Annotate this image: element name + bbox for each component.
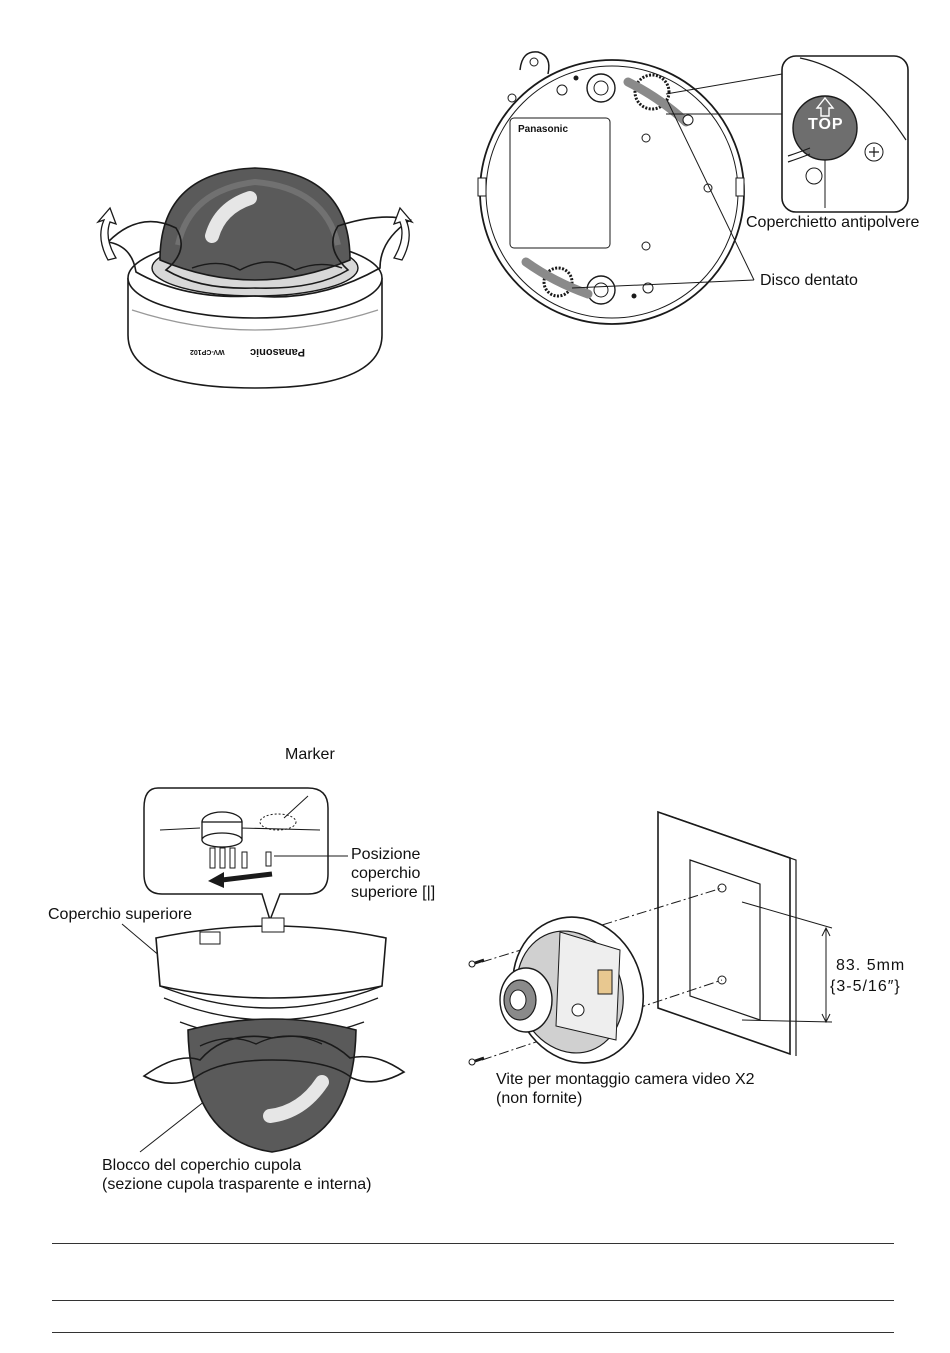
dimension-inch-text: {3-5/16″} [830,978,901,996]
figure-dome-camera [80,150,440,400]
label-mounting-screws-line1: Vite per montaggio camera video X2 [496,1070,755,1089]
label-top-cover-position-line1: Posizione [351,845,435,864]
figure-camera-base [470,40,920,340]
figure1-model-text: WV-CP102 [190,348,225,355]
divider-rule-3 [52,1332,894,1333]
label-dome-block: Blocco del coperchio cupola (sezione cup… [102,1156,372,1194]
divider-rule-1 [52,1243,894,1244]
label-gear-disc: Disco dentato [760,271,858,290]
label-marker: Marker [285,745,335,764]
label-dome-block-line1: Blocco del coperchio cupola [102,1156,372,1175]
divider-rule-2 [52,1300,894,1301]
label-dust-cap: Coperchietto antipolvere [746,213,919,232]
figure1-brand-text: Panasonic [250,346,305,358]
figure-camera-mounting [460,810,940,1090]
label-mounting-screws-line2: (non fornite) [496,1089,755,1108]
figure2-brand-text: Panasonic [518,124,568,135]
dust-cap-top-mark: TOP [808,116,844,134]
label-top-cover-position-line3: superiore [|] [351,883,435,902]
label-top-cover-position-line2: coperchio [351,864,435,883]
label-top-cover: Coperchio superiore [48,905,192,924]
label-mounting-screws: Vite per montaggio camera video X2 (non … [496,1070,755,1108]
dimension-mm-text: 83. 5mm [836,957,905,975]
figure-top-cover [40,760,460,1180]
label-dome-block-line2: (sezione cupola trasparente e interna) [102,1175,372,1194]
label-top-cover-position: Posizione coperchio superiore [|] [351,845,435,902]
